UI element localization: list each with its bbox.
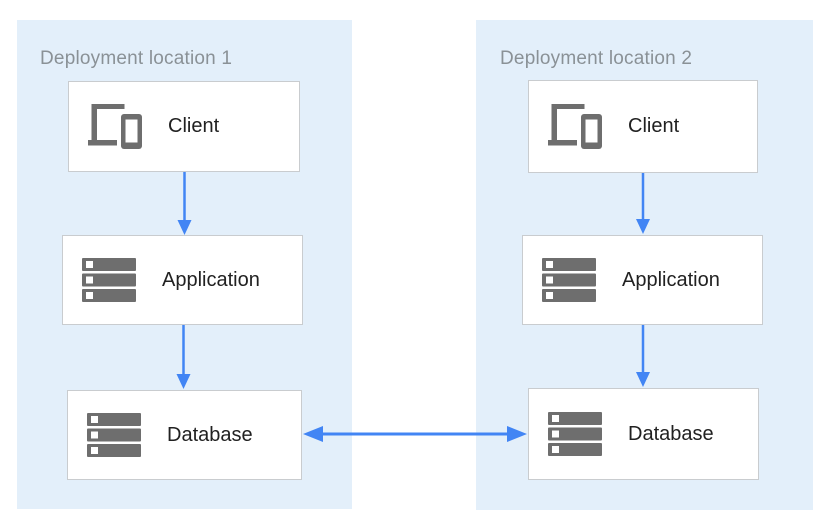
node-application-1: Application <box>62 235 303 325</box>
node-application-2: Application <box>522 235 763 325</box>
node-client-2: Client <box>528 80 758 173</box>
node-label: Client <box>168 115 220 137</box>
panel-title-1: Deployment location 1 <box>40 48 233 69</box>
server-stack-icon <box>542 258 596 302</box>
node-database-1: Database <box>67 390 302 480</box>
server-stack-icon <box>548 412 602 456</box>
devices-icon <box>548 104 602 149</box>
server-stack-icon <box>82 258 136 302</box>
node-client-1: Client <box>68 81 300 172</box>
node-label: Database <box>628 422 714 445</box>
node-label: Database <box>167 423 253 446</box>
devices-icon <box>88 104 142 149</box>
node-label: Application <box>622 268 720 291</box>
panel-title-2: Deployment location 2 <box>500 48 693 69</box>
server-stack-icon <box>87 413 141 457</box>
node-label: Client <box>628 115 680 137</box>
node-database-2: Database <box>528 388 759 480</box>
node-label: Application <box>162 268 260 291</box>
